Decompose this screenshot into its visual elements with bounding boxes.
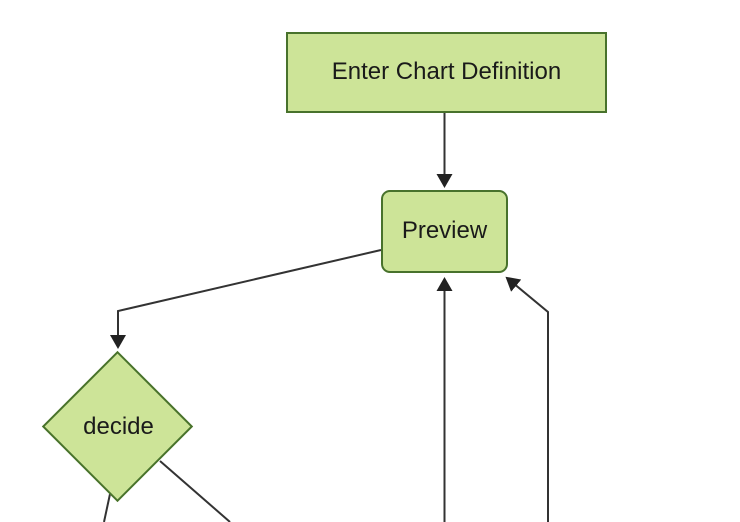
node-enter-chart-definition: Enter Chart Definition (286, 32, 607, 113)
edge-decide-to-offscreen-bottom-right (159, 460, 231, 522)
node-decide: decide (42, 412, 195, 442)
edge-decide-to-offscreen-bottom-left (103, 493, 111, 522)
node-enter-chart-definition-label: Enter Chart Definition (331, 58, 562, 86)
node-preview-label: Preview (401, 217, 488, 245)
node-decide-label: decide (83, 413, 154, 440)
edge-preview-to-decide (110, 249, 382, 349)
edge-offscreen-bottom-right-to-preview (505, 276, 549, 522)
node-preview: Preview (381, 190, 508, 273)
